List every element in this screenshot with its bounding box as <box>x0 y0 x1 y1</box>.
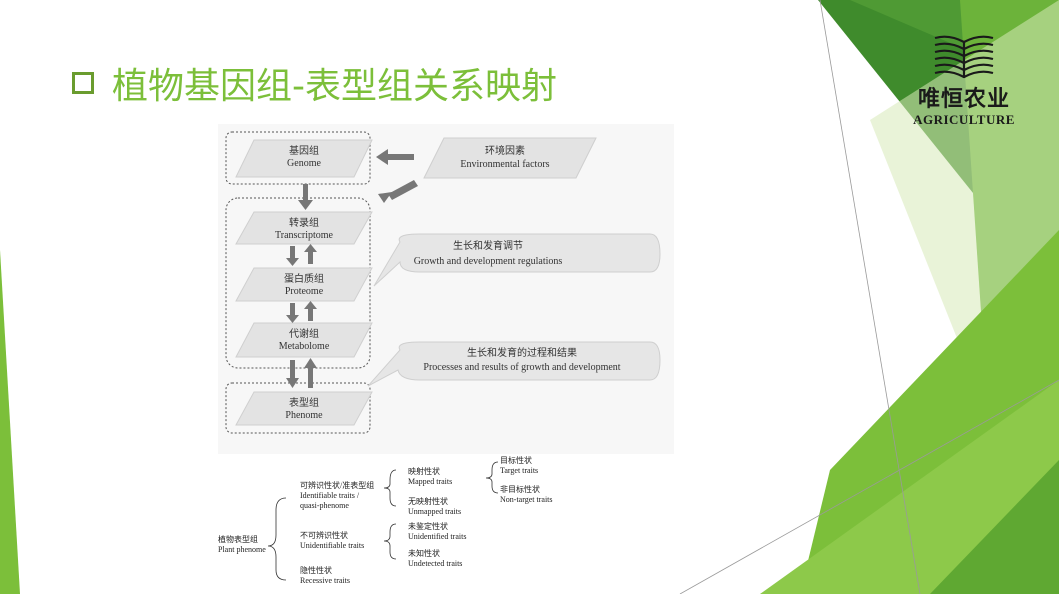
deco-bottom-dark <box>930 460 1059 594</box>
phenome-box <box>225 382 371 434</box>
arrow-up-3 <box>308 366 313 388</box>
brace-identifiable <box>383 469 397 507</box>
tree-undetected-zh: 未知性状 <box>408 549 440 558</box>
tree-root-en: Plant phenome <box>218 545 266 554</box>
tree-unmapped: 无映射性状 Unmapped traits <box>408 497 461 517</box>
tree-target: 目标性状 Target traits <box>500 456 538 476</box>
deco-line-a <box>819 0 921 594</box>
proteome-plane <box>235 267 373 302</box>
phenome-plane <box>235 391 373 426</box>
growth-process-en: Processes and results of growth and deve… <box>423 362 620 373</box>
phenome-en: Phenome <box>285 410 323 421</box>
environment-en: Environmental factors <box>460 159 549 170</box>
arrow-genome-to-omics <box>303 184 308 202</box>
growth-process-callout <box>367 341 661 387</box>
book-logo-icon <box>934 35 994 79</box>
slide-title: 植物基因组-表型组关系映射 <box>72 58 557 108</box>
tree-unidentified: 未鉴定性状 Unidentified traits <box>408 522 466 542</box>
deco-line-b <box>679 379 1059 594</box>
tree-identifiable-en1: Identifiable traits / <box>300 491 360 500</box>
tree-mapped: 映射性状 Mapped traits <box>408 467 452 487</box>
arrow-env-to-genome <box>386 154 414 160</box>
tree-nontarget: 非目标性状 Non-target traits <box>500 485 553 505</box>
growth-regulation-zh: 生长和发育调节 <box>453 239 523 252</box>
proteome-en: Proteome <box>285 286 324 297</box>
growth-regulation-en: Growth and development regulations <box>414 256 563 267</box>
tree-undetected: 未知性状 Undetected traits <box>408 549 462 569</box>
brace-mapped <box>485 461 499 494</box>
transcriptome-zh: 转录组 <box>289 216 319 229</box>
tree-identifiable: 可辨识性状/准表型组 Identifiable traits / quasi-p… <box>300 481 374 511</box>
environment-zh: 环境因素 <box>485 144 525 157</box>
tree-unidentifiable-zh: 不可辨识性状 <box>300 531 348 540</box>
tree-recessive: 隐性性状 Recessive traits <box>300 566 350 586</box>
arrow-up-1 <box>308 250 313 264</box>
tree-braces <box>267 461 499 581</box>
logo-subtitle: AGRICULTURE <box>913 112 1015 127</box>
tree-nontarget-zh: 非目标性状 <box>500 485 540 494</box>
metabolome-plane <box>235 322 373 358</box>
arrow-down-1 <box>290 246 295 260</box>
genome-box <box>225 131 371 185</box>
tree-unmapped-en: Unmapped traits <box>408 507 462 516</box>
omics-group-box <box>225 197 371 369</box>
tree-root-zh: 植物表型组 <box>218 535 258 544</box>
tree-unidentifiable: 不可辨识性状 Unidentifiable traits <box>300 531 364 551</box>
tree-unidentified-zh: 未鉴定性状 <box>408 522 448 531</box>
tree-root: 植物表型组 Plant phenome <box>218 535 266 555</box>
tree-identifiable-en2: quasi-phenome <box>300 501 349 510</box>
deco-left-strip <box>0 250 20 594</box>
genome-plane <box>235 139 373 178</box>
tree-recessive-zh: 隐性性状 <box>300 566 332 575</box>
slide-title-text: 植物基因组-表型组关系映射 <box>112 66 557 107</box>
tree-recessive-en: Recessive traits <box>300 576 350 585</box>
tree-target-en: Target traits <box>500 466 539 475</box>
arrow-up-2 <box>308 307 313 321</box>
tree-nontarget-en: Non-target traits <box>500 495 553 504</box>
tree-mapped-zh: 映射性状 <box>408 467 440 476</box>
tree-target-zh: 目标性状 <box>500 456 532 465</box>
growth-regulation-callout <box>373 233 661 287</box>
tree-unidentifiable-en: Unidentifiable traits <box>300 541 365 550</box>
transcriptome-plane <box>235 211 373 245</box>
transcriptome-en: Transcriptome <box>275 230 334 241</box>
checkbox-bullet-icon <box>72 72 94 94</box>
tree-unmapped-zh: 无映射性状 <box>408 497 448 506</box>
metabolome-en: Metabolome <box>279 341 330 352</box>
logo-name: 唯恒农业 <box>917 86 1010 112</box>
tree-unidentified-en: Unidentified traits <box>408 532 467 541</box>
arrow-down-3 <box>290 360 295 380</box>
genome-en: Genome <box>287 158 321 169</box>
growth-process-zh: 生长和发育的过程和结果 <box>467 346 577 359</box>
metabolome-zh: 代谢组 <box>289 327 319 340</box>
environment-plane <box>423 137 597 179</box>
tree-undetected-en: Undetected traits <box>408 559 463 568</box>
genome-zh: 基因组 <box>289 144 319 157</box>
tree-mapped-en: Mapped traits <box>408 477 453 486</box>
phenome-zh: 表型组 <box>289 396 319 409</box>
arrow-env-to-omics <box>388 180 418 200</box>
proteome-zh: 蛋白质组 <box>284 272 324 285</box>
brace-root <box>267 497 287 581</box>
company-logo: 唯恒农业 AGRICULTURE <box>908 32 1020 128</box>
tree-identifiable-zh: 可辨识性状/准表型组 <box>300 481 375 490</box>
arrow-down-2 <box>290 303 295 317</box>
brace-unidentifiable <box>383 523 397 560</box>
